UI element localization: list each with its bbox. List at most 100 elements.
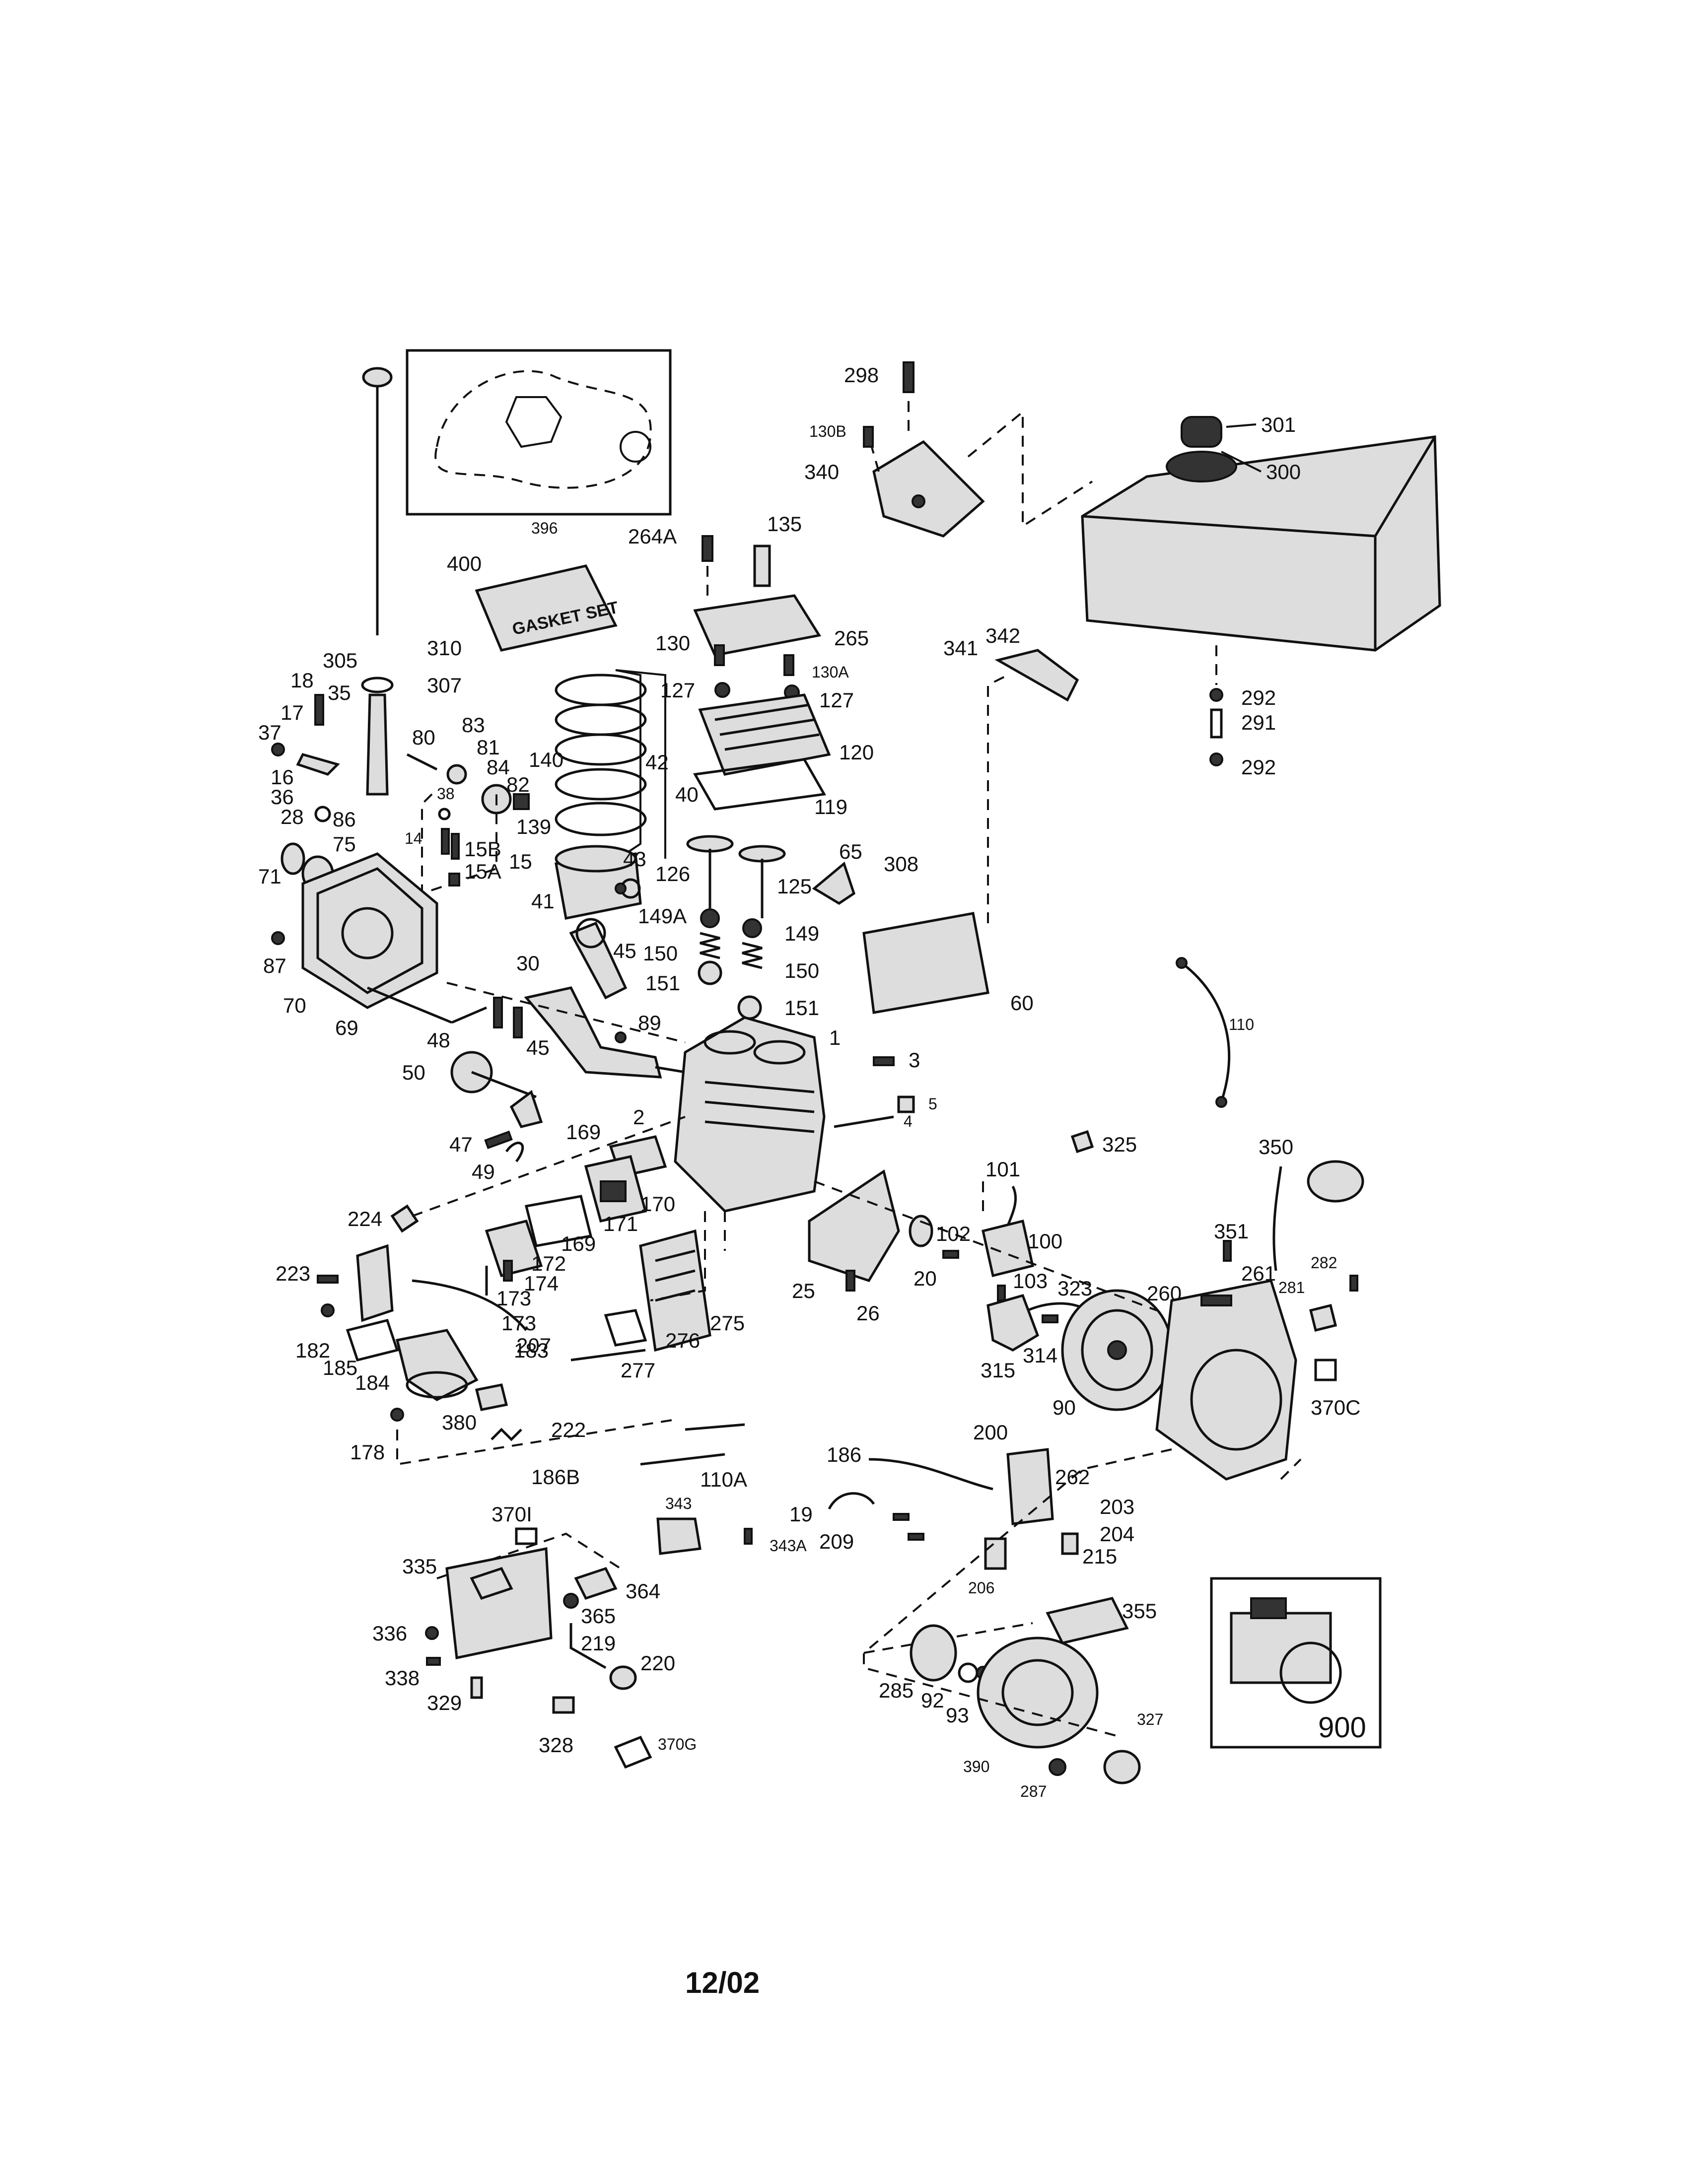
label-150-right: 150 [784,959,819,982]
assembly-reference-lines [396,982,1302,1738]
label-343: 343 [665,1495,692,1512]
label-264a: 264A [628,525,677,548]
blower-housing: 260 261 351 350 282 281 370C [1147,1135,1364,1481]
label-151-right: 151 [784,996,819,1020]
label-119: 119 [814,795,847,819]
label-102: 102 [936,1222,971,1245]
label-182: 182 [295,1339,330,1362]
label-140: 140 [529,748,563,771]
label-16: 16 [271,765,294,789]
label-42: 42 [645,751,669,774]
label-174: 174 [524,1272,559,1295]
label-277: 277 [621,1359,655,1382]
back-plate: 25 26 20 [792,1169,937,1325]
label-342: 342 [985,624,1020,647]
label-80: 80 [412,726,435,749]
label-70: 70 [283,994,306,1017]
label-45-top: 45 [613,939,636,962]
label-38: 38 [437,785,455,803]
label-5: 5 [928,1095,937,1113]
label-364: 364 [626,1579,660,1603]
label-220: 220 [640,1651,675,1675]
piston-group: 42 40 41 43 [531,669,699,920]
label-305: 305 [323,649,357,672]
label-101: 101 [985,1158,1020,1181]
label-43: 43 [623,847,646,871]
label-298: 298 [844,363,879,387]
label-292-top: 292 [1241,686,1276,709]
label-87: 87 [263,954,286,977]
label-328: 328 [539,1733,573,1757]
label-261: 261 [1241,1262,1276,1285]
label-291: 291 [1241,711,1276,734]
label-30: 30 [516,952,540,975]
label-185: 185 [323,1356,357,1379]
label-173-top: 173 [496,1287,531,1310]
label-335: 335 [402,1555,437,1578]
label-75: 75 [333,832,356,856]
valve-group: 126 125 149A 149 150 150 151 151 [638,835,819,1020]
label-50: 50 [402,1061,425,1084]
label-93: 93 [946,1704,969,1727]
starter-group: 355 285 92 93 390 287 327 [863,1597,1163,1800]
label-329: 329 [427,1691,462,1714]
label-170: 170 [640,1192,675,1216]
label-19: 19 [789,1502,813,1526]
label-41: 41 [531,889,555,913]
label-82: 82 [506,773,530,796]
label-17: 17 [281,701,304,724]
label-60: 60 [1010,991,1034,1015]
fuel-tank-assembly: 301 300 292 291 292 [1081,413,1441,779]
tank-bracket: 298 130B 340 [804,361,1093,538]
label-92: 92 [921,1689,944,1712]
label-207: 207 [516,1334,551,1357]
label-126: 126 [655,862,690,886]
label-40: 40 [675,783,699,806]
label-18: 18 [290,669,314,692]
label-47: 47 [449,1133,473,1156]
label-223: 223 [276,1262,310,1285]
label-370i: 370I [492,1502,532,1526]
label-26: 26 [856,1301,880,1325]
label-224: 224 [348,1207,382,1230]
label-89: 89 [638,1011,661,1034]
label-300: 300 [1266,460,1301,483]
label-36: 36 [271,785,294,809]
label-310: 310 [427,636,462,660]
label-275: 275 [710,1311,745,1335]
label-276: 276 [665,1329,700,1352]
label-48: 48 [427,1028,450,1052]
label-86: 86 [333,808,356,831]
cylinder-head-group: 135 264A 265 130 130A 127 127 120 119 [628,512,874,819]
label-200: 200 [973,1421,1008,1444]
label-338: 338 [385,1666,420,1690]
gasket-set-box: GASKET SET 400 [447,552,620,652]
label-287: 287 [1020,1782,1047,1800]
label-260: 260 [1147,1282,1182,1305]
label-45-bottom: 45 [526,1036,550,1059]
control-group: 110A 186 200 262 203 204 215 19 209 206 … [640,1421,1134,1597]
label-308: 308 [884,852,918,876]
label-135: 135 [767,512,802,536]
label-365: 365 [581,1604,616,1628]
label-204: 204 [1100,1522,1134,1546]
label-130b: 130B [809,422,846,440]
label-325: 325 [1102,1133,1137,1156]
gasket-routing-inset: 396 [406,349,672,537]
label-186b: 186B [531,1465,580,1489]
label-150-left: 150 [643,942,678,965]
label-215: 215 [1082,1545,1117,1568]
label-103: 103 [1013,1269,1048,1293]
engine-photo-inset: 900 [1210,1577,1382,1749]
label-15a: 15A [464,860,501,883]
label-139: 139 [516,815,551,838]
label-396: 396 [531,519,558,537]
label-900: 900 [1318,1711,1366,1744]
label-2: 2 [633,1105,644,1129]
label-65: 65 [839,840,862,863]
label-3: 3 [909,1048,920,1072]
label-125: 125 [777,875,812,898]
label-120: 120 [839,741,874,764]
label-84: 84 [487,755,510,779]
